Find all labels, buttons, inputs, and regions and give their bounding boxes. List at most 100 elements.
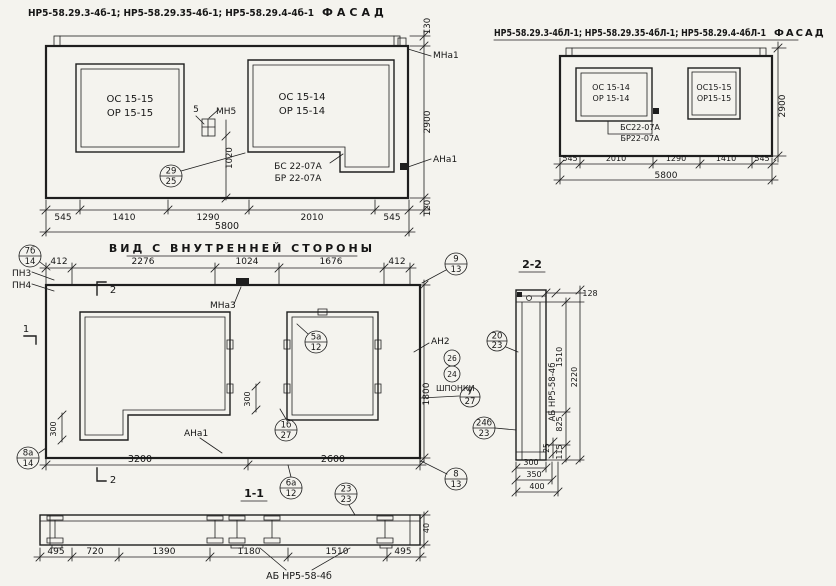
section-1-1-view (33, 504, 431, 571)
label-mark_ana1: АНа1 (184, 429, 208, 439)
dim-tick (404, 227, 414, 237)
dim-tick (553, 487, 563, 497)
dim-tick (35, 552, 45, 562)
label-0: 545 (562, 154, 577, 163)
dimension-lines (515, 285, 585, 497)
dim-tick (419, 205, 429, 215)
dim-tick (695, 159, 705, 169)
bottom-tabs (51, 544, 393, 549)
section-1-mark-left: 1 (23, 324, 29, 335)
callout-text: 24б (476, 419, 492, 429)
dim-tick (205, 552, 215, 562)
dim-tick (561, 407, 571, 417)
dim-tick (244, 205, 254, 215)
title-underlines (126, 39, 799, 502)
label-mark_shponki: ШПОНКИ (436, 384, 475, 393)
section-outline (515, 289, 547, 461)
section-flags (23, 281, 107, 482)
facade-left-title-word: ФАСАД (322, 6, 388, 19)
dim-tick (379, 263, 389, 273)
label-mark_pn4: ПН4 (12, 281, 32, 291)
callout-text: 24 (447, 370, 457, 379)
dim-tick (419, 280, 429, 290)
label-dim_1510: 1510 (555, 347, 564, 367)
callout-text: 23 (492, 341, 503, 351)
window-frame (580, 72, 648, 117)
section-2-2-view (494, 285, 585, 497)
dim-tick (57, 410, 67, 420)
facade-right-view (553, 41, 787, 185)
label-dim_2220: 2220 (570, 367, 579, 387)
dim-tick (67, 263, 77, 273)
window-opening (247, 59, 395, 173)
label-4: 1510 (326, 547, 349, 557)
dim-tick (382, 552, 392, 562)
label-window_left_line2: ОР 15-14 (593, 94, 630, 103)
label-window_right_line1: ОС 15-14 (278, 92, 325, 103)
callout-text: 25 (166, 177, 177, 187)
dim-tick (41, 460, 51, 470)
callout-text: 23 (479, 429, 490, 439)
window-opening (286, 311, 379, 421)
label-mark_mn5: МН5 (216, 107, 236, 117)
label-1: 2010 (606, 154, 626, 163)
label-3: 1410 (716, 154, 736, 163)
dim-tick (419, 193, 429, 203)
callout-text: 12 (311, 343, 322, 353)
label-window_left_line2: ОР 15-15 (107, 108, 153, 119)
label-lintel_line2: БР 22-07А (275, 174, 323, 184)
inner-side-view (23, 261, 460, 482)
window-frame (252, 64, 390, 168)
callout-callout_24: 24 (443, 365, 461, 383)
mna1-anchor (397, 37, 407, 47)
label-dim_2900: 2900 (778, 94, 788, 117)
callout-text: 1б (281, 421, 292, 431)
dim-tick (41, 205, 51, 215)
facade-left-title: НР5-58.29.3-4б-1; НР5-58.29.35-4б-1; НР5… (28, 7, 314, 19)
section-1-title: 1-1 (244, 487, 264, 500)
dim-tick (405, 263, 415, 273)
dim-tick (547, 475, 557, 485)
callout-callout_9_13: 913 (444, 252, 468, 276)
dim-tick (548, 449, 558, 459)
facade-right-title-word: ФАСАД (774, 28, 826, 39)
label-1: 720 (86, 547, 103, 557)
section-2-mark-top: 2 (110, 285, 116, 296)
label-mark_an2: АН2 (431, 337, 450, 347)
label-lintel_line1: БС 22-07А (274, 162, 322, 172)
label-mark_mna1: МНа1 (433, 51, 459, 61)
callout-text: 12 (286, 489, 297, 499)
dim-tick (541, 463, 551, 473)
facade-right-title: НР5-58.29.3-4бЛ-1; НР5-58.29.35-4бЛ-1; Н… (494, 28, 766, 39)
window-opening (575, 67, 653, 122)
dim-tick (648, 159, 658, 169)
dim-tick (575, 159, 585, 169)
label-dim_1020: 1020 (225, 147, 235, 169)
callout-text: 13 (451, 265, 462, 275)
label-2: 1390 (153, 547, 176, 557)
label-dim_300_left: 300 (49, 421, 58, 436)
callout-callout_8_13: 813 (444, 467, 468, 491)
label-0: 3200 (128, 454, 152, 465)
label-dim_total: 5800 (215, 221, 239, 232)
callout-callout_u_27: У27 (459, 386, 481, 408)
dim-tick (370, 205, 380, 215)
dim-tick (210, 263, 220, 273)
dimension-lines (33, 511, 431, 562)
dim-tick (283, 552, 293, 562)
mn5-detail (201, 118, 216, 137)
label-2: 1290 (666, 154, 686, 163)
label-dim_115: 115 (555, 444, 564, 459)
label-dim_total: 5800 (655, 171, 678, 181)
strip-joints (59, 35, 395, 47)
label-dim_40: 40 (422, 523, 431, 533)
label-3: 2010 (301, 213, 324, 223)
facade-left-view (39, 29, 432, 237)
label-mark_mna3: МНа3 (210, 301, 236, 311)
callout-text: 13 (451, 480, 462, 490)
